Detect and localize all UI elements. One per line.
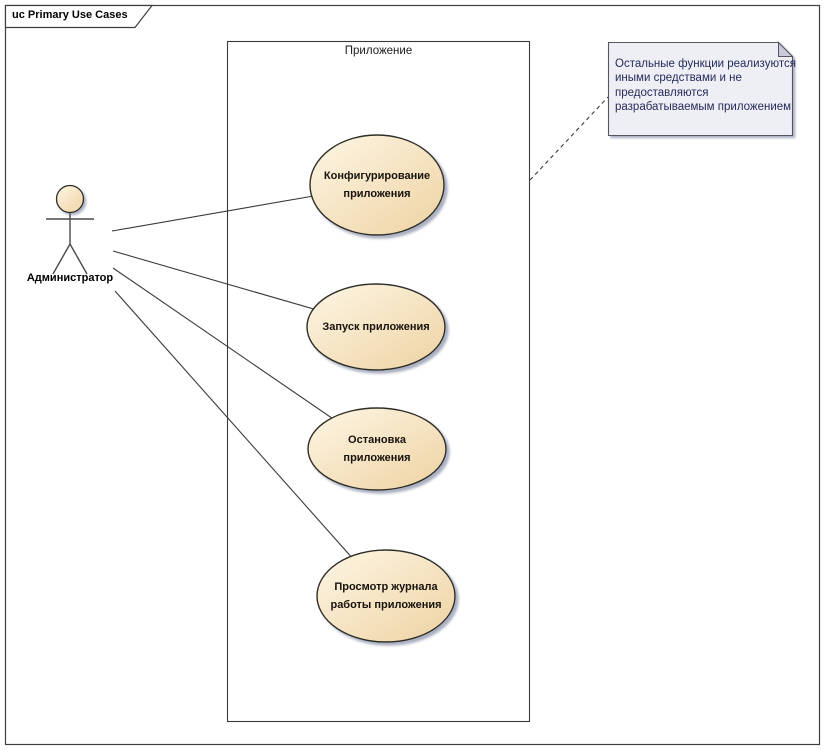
system-boundary-label: Приложение (344, 45, 413, 57)
usecase-label-line: приложения (343, 452, 411, 464)
usecase-ellipse-start (306, 283, 446, 371)
usecase-label-line: Просмотр журнала (334, 581, 438, 593)
note-body (607, 41, 794, 137)
note-fold-corner-icon (778, 41, 794, 57)
frame-title: uc Primary Use Cases (12, 9, 128, 21)
note-text: Остальные функции реализуются иными сред… (615, 57, 797, 114)
usecase-label-line: Конфигурирование (323, 170, 431, 182)
usecase-label-line: приложения (343, 188, 411, 200)
usecase-label-stop: Остановка приложения (343, 431, 410, 467)
diagram-frame-tab (4, 4, 154, 29)
note-text-line: иными средствами и не (615, 72, 742, 85)
note-text-line: Остальные функции реализуются (615, 58, 796, 70)
usecase-ellipse-stop (307, 407, 447, 491)
note-text-line: разрабатываемым приложением (615, 100, 792, 113)
usecase-ellipse-configure (309, 134, 445, 236)
usecase-label-start: Запуск приложения (322, 318, 429, 336)
actor-head (55, 184, 85, 214)
usecase-label-line: Запуск приложения (322, 321, 430, 333)
usecase-label-viewlog: Просмотр журнала работы приложения (330, 578, 441, 614)
note-dashed-connector-line (529, 96, 609, 181)
actor-left-leg (52, 243, 71, 275)
actor-name-label: Администратор (26, 272, 114, 284)
note-shape (607, 41, 794, 137)
actor-figure (46, 184, 94, 275)
usecase-ellipse-viewlog (316, 549, 456, 643)
usecase-label-line: Остановка (348, 434, 406, 446)
actor-right-leg (69, 243, 88, 275)
association-line-viewlog (114, 290, 387, 597)
usecase-label-line: работы приложения (330, 599, 442, 611)
note-text-line: предоставляются (615, 86, 709, 99)
usecase-label-configure: Конфигурирование приложения (324, 167, 430, 203)
